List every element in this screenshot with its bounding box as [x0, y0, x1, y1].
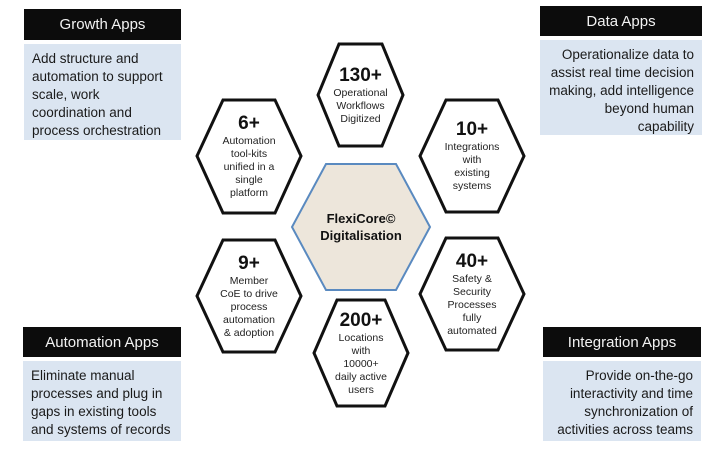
- hex-shape: [312, 298, 410, 408]
- hex-shape: [195, 238, 303, 354]
- growth-apps-description: Add structure and automation to support …: [24, 44, 181, 140]
- growth-apps-title: Growth Apps: [24, 9, 181, 40]
- hex-safety-security: 40+ Safety & Security Processes fully au…: [418, 236, 526, 352]
- hex-shape: [316, 42, 405, 148]
- center-hexagon-shape: [290, 163, 432, 291]
- hex-member-coe: 9+ Member CoE to drive process automatio…: [195, 238, 303, 354]
- integration-apps-description: Provide on-the-go interactivity and time…: [543, 361, 701, 441]
- hex-operational-workflows: 130+ Operational Workflows Digitized: [316, 42, 405, 148]
- hex-integrations: 10+ Integrations with existing systems: [418, 98, 526, 214]
- automation-apps-title: Automation Apps: [23, 327, 181, 357]
- hex-automation-toolkits: 6+ Automation tool-kits unified in a sin…: [195, 98, 303, 215]
- integration-apps-title: Integration Apps: [543, 327, 701, 357]
- center-hexagon: FlexiCore© Digitalisation: [290, 162, 432, 292]
- hex-shape: [195, 98, 303, 215]
- hex-locations: 200+ Locations with 10000+ daily active …: [312, 298, 410, 408]
- data-apps-title: Data Apps: [540, 6, 702, 36]
- hex-shape: [418, 98, 526, 214]
- data-apps-description: Operationalize data to assist real time …: [540, 40, 702, 135]
- hex-shape: [418, 236, 526, 352]
- automation-apps-description: Eliminate manual processes and plug in g…: [23, 361, 181, 441]
